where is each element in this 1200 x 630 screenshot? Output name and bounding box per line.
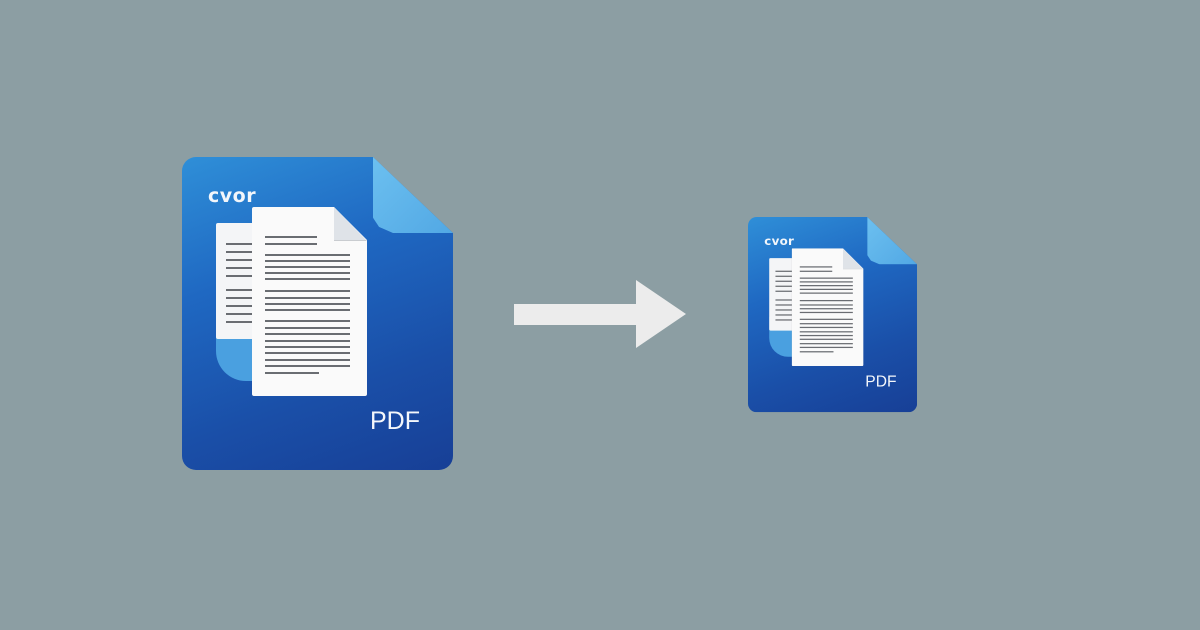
brand-text: cvor — [208, 185, 257, 207]
pdf-label: PDF — [370, 407, 420, 435]
arrow-head-icon — [636, 280, 686, 348]
file-corner-fold — [867, 217, 918, 265]
pdf-label: PDF — [865, 373, 897, 391]
file-corner-fold — [373, 157, 453, 233]
arrow-right-icon — [514, 304, 638, 325]
small-pdf-file-icon: cvor PDF — [748, 217, 918, 413]
large-pdf-file-icon: cvor PDF — [182, 157, 453, 470]
brand-text: cvor — [764, 234, 795, 249]
